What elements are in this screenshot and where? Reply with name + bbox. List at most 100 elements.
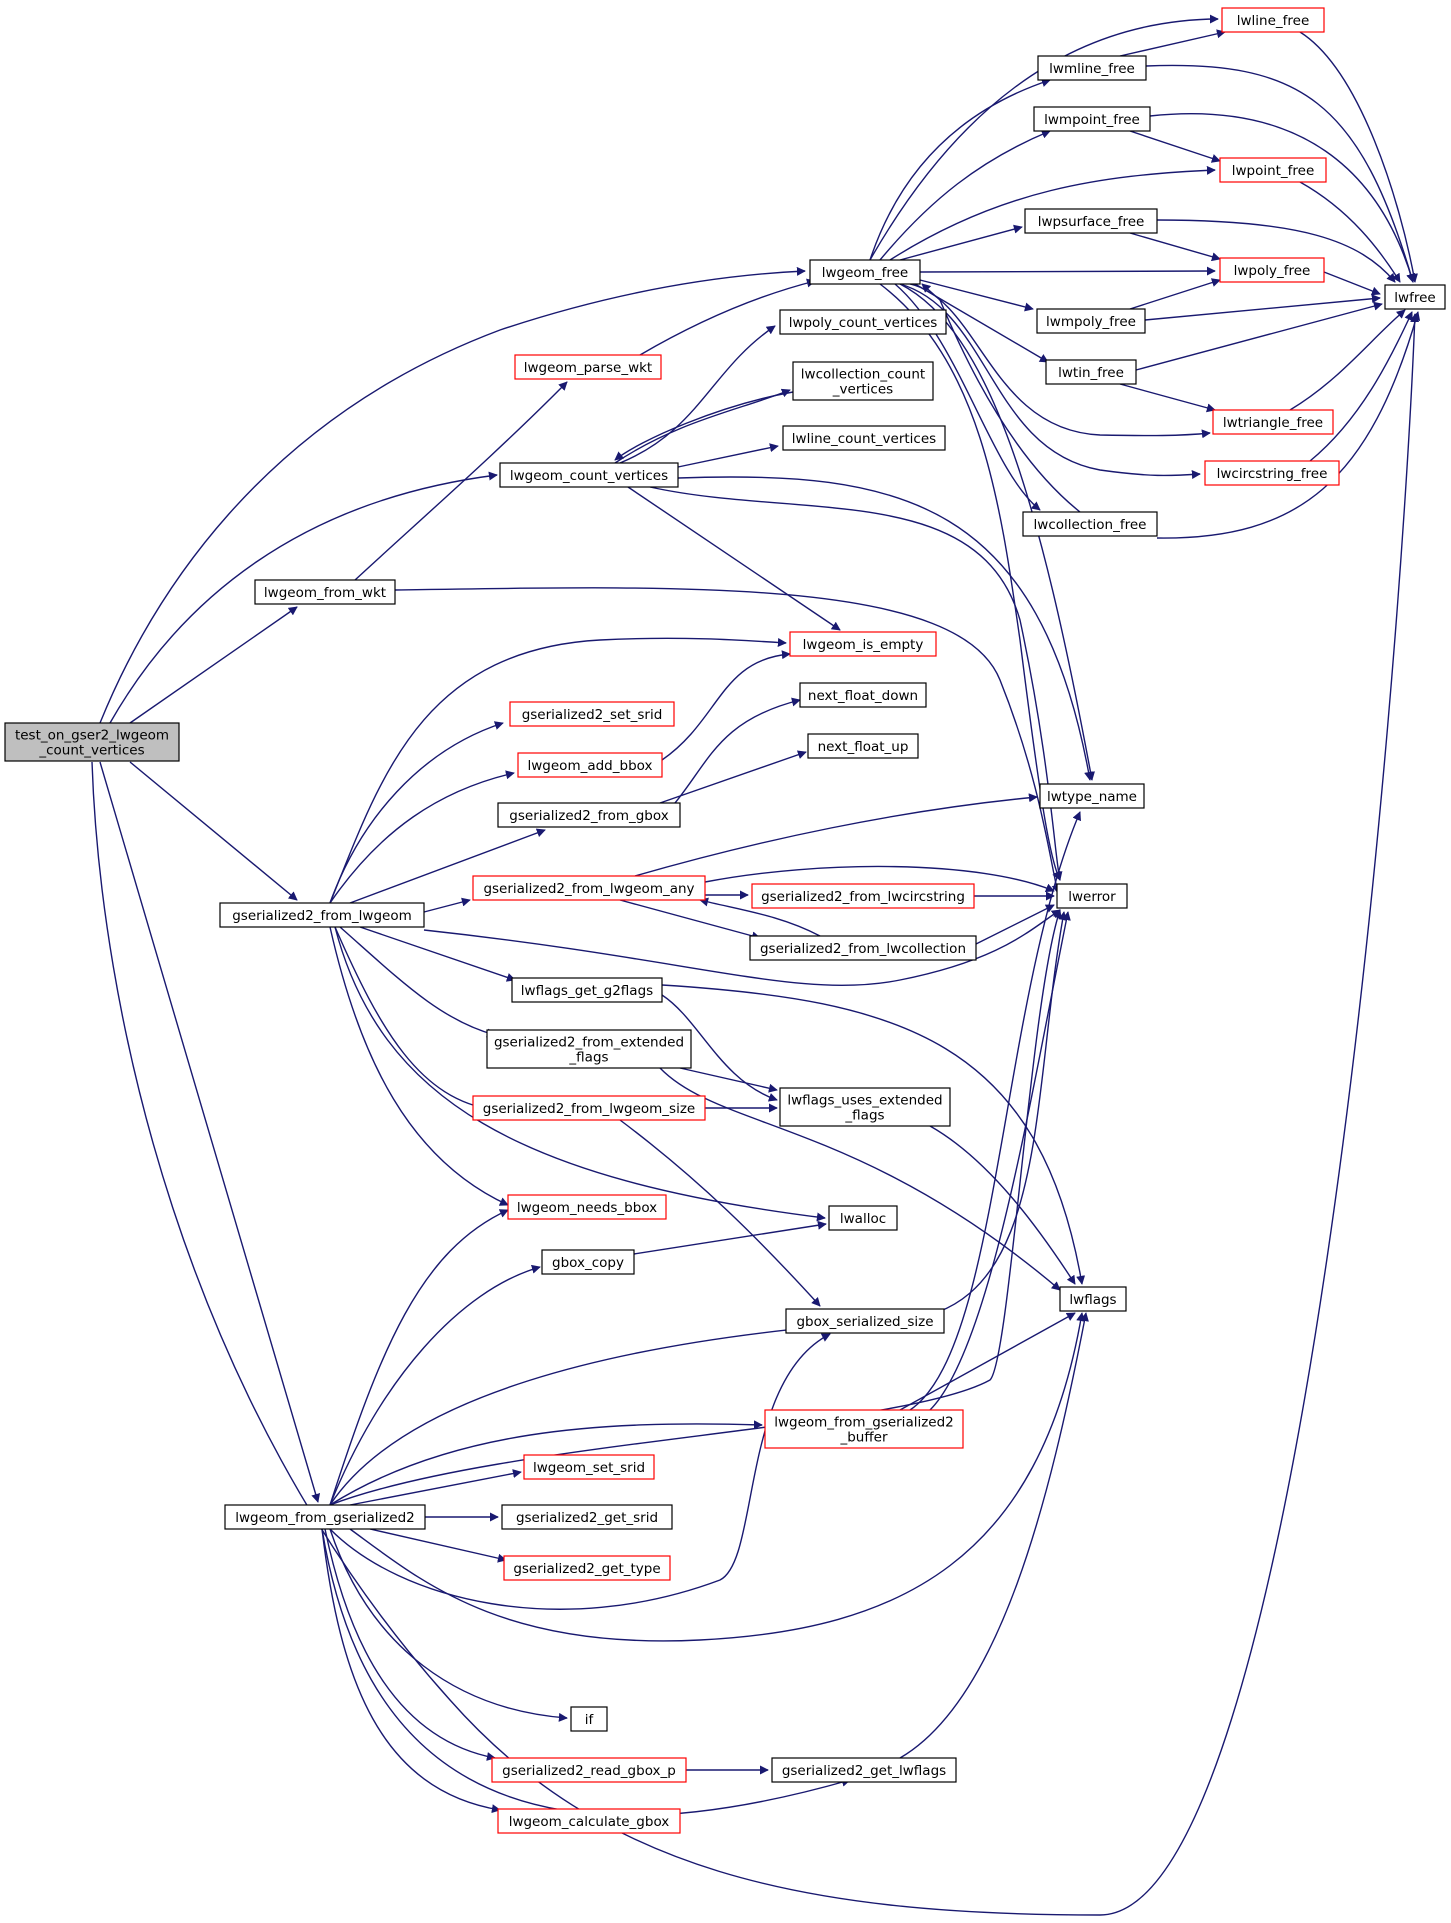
node-label: lwfree [1394,290,1435,306]
node-lwtype-name[interactable]: lwtype_name [1039,783,1145,809]
node-gbox-copy[interactable]: gbox_copy [541,1249,635,1275]
node-box [1022,511,1158,537]
node-label: lwtin_free [1058,365,1124,381]
node-gserialized2-from-gbox[interactable]: gserialized2_from_gbox [497,802,681,828]
node-box [503,1555,671,1581]
node-lwtriangle-free[interactable]: lwtriangle_free [1212,409,1334,435]
edge-lwmline-free-to-lwfree [1145,64,1416,283]
edge-gserialized2-from-lwgeom-to-gserialized2-from-lwgeom-any [423,897,471,913]
node-lwalloc[interactable]: lwalloc [828,1205,898,1231]
node-lwgeom-set-srid[interactable]: lwgeom_set_srid [523,1454,655,1480]
node-next-float-up[interactable]: next_float_up [807,733,919,759]
edge-lwtriangle-free-to-lwfree [1289,309,1406,411]
edge-gserialized2-from-lwgeom-to-gserialized2-from-extended-flags [339,926,496,1038]
node-label: gserialized2_get_type [513,1561,660,1577]
edge-lwgeom-from-gserialized2-to-lwgeom-from-gserialized2-buffer [329,1420,763,1506]
edge-lwgeom-add-bbox-to-lwgeom-is-empty [661,650,791,761]
node-lwtin-free[interactable]: lwtin_free [1045,359,1137,385]
node-label: lwpoint_free [1232,163,1315,179]
node-lwpoly-free[interactable]: lwpoly_free [1219,257,1325,283]
node-box [1384,284,1446,310]
node-lwcircstring-free[interactable]: lwcircstring_free [1204,460,1340,486]
edge-gserialized2-from-lwgeom-size-to-gbox-serialized-size [619,1119,821,1307]
node-gbox-serialized-size[interactable]: gbox_serialized_size [785,1308,945,1334]
node-lwpsurface-free[interactable]: lwpsurface_free [1024,208,1158,234]
node-label: lwgeom_from_gserialized2 [774,1415,954,1431]
node-lwmline-free[interactable]: lwmline_free [1037,55,1147,81]
node-box [751,883,975,909]
node-gserialized2-from-lwgeom-any[interactable]: gserialized2_from_lwgeom_any [472,875,706,901]
node-label: lwflags_get_g2flags [521,983,653,999]
node-lwgeom-from-gserialized2[interactable]: lwgeom_from_gserialized2 [224,1504,426,1530]
edge-lwgeom-from-gserialized2-to-lwgeom-calculate-gbox [321,1528,501,1814]
node-label: _buffer [839,1430,887,1446]
node-lwline-count-vertices[interactable]: lwline_count_vertices [782,425,946,451]
node-root[interactable]: test_on_gser2_lwgeom_count_vertices [4,722,180,762]
edge-lwgeom-from-gserialized2-to-if [329,1528,568,1722]
node-label: lwtriangle_free [1223,415,1323,431]
node-label: lwflags_uses_extended [787,1093,942,1109]
node-gserialized2-from-lwcircstring[interactable]: gserialized2_from_lwcircstring [751,883,975,909]
edge-lwpoint-free-to-lwfree [1299,181,1401,283]
node-lwgeom-is-empty[interactable]: lwgeom_is_empty [789,631,937,657]
node-label: gserialized2_from_lwgeom [232,908,412,924]
node-box [792,361,934,401]
edge-gserialized2-from-extended-flags-to-lwflags [659,1067,1061,1291]
node-box [782,425,946,451]
edge-lwmpoly-free-to-lwfree [1144,294,1381,321]
node-gserialized2-from-lwcollection[interactable]: gserialized2_from_lwcollection [749,935,977,961]
node-lwflags-get-g2flags[interactable]: lwflags_get_g2flags [511,977,663,1003]
node-lwgeom-from-wkt[interactable]: lwgeom_from_wkt [254,579,396,605]
node-label: _flags [568,1050,608,1066]
node-label: gbox_copy [552,1255,624,1271]
node-lwline-free[interactable]: lwline_free [1221,7,1325,33]
node-label: lwpoly_count_vertices [789,315,938,331]
node-gserialized2-set-srid[interactable]: gserialized2_set_srid [509,701,675,727]
node-lwgeom-add-bbox[interactable]: lwgeom_add_bbox [517,752,663,778]
node-lwcollection-free[interactable]: lwcollection_free [1022,511,1158,537]
edge-lwgeom-from-gserialized2-to-gserialized2-read-gbox-p [324,1528,496,1761]
node-lwflags[interactable]: lwflags [1059,1286,1127,1312]
edge-gserialized2-from-lwgeom-to-lwerror [423,909,1061,987]
node-lwfree[interactable]: lwfree [1384,284,1446,310]
node-lwgeom-calculate-gbox[interactable]: lwgeom_calculate_gbox [497,1808,681,1834]
edge-lwgeom-free-to-lwerror [879,283,1061,881]
node-gserialized2-from-extended-flags[interactable]: gserialized2_from_extended_flags [486,1029,692,1069]
node-lwgeom-free[interactable]: lwgeom_free [809,259,921,285]
edge-lwgeom-from-wkt-to-lwgeom-parse-wkt [354,381,568,581]
node-gserialized2-get-srid[interactable]: gserialized2_get_srid [501,1504,673,1530]
node-lwflags-uses-extended-flags[interactable]: lwflags_uses_extended_flags [779,1087,951,1127]
node-gserialized2-get-lwflags[interactable]: gserialized2_get_lwflags [771,1757,957,1783]
node-lwpoly-count-vertices[interactable]: lwpoly_count_vertices [779,309,947,335]
node-gserialized2-get-type[interactable]: gserialized2_get_type [503,1555,671,1581]
node-lwgeom-parse-wkt[interactable]: lwgeom_parse_wkt [514,354,662,380]
edge-lwgeom-count-vertices-to-lwpoly-count-vertices [619,325,776,464]
node-gserialized2-read-gbox-p[interactable]: gserialized2_read_gbox_p [491,1757,687,1783]
node-lwerror[interactable]: lwerror [1056,883,1128,909]
node-label: lwgeom_free [822,265,908,281]
node-gserialized2-from-lwgeom[interactable]: gserialized2_from_lwgeom [219,902,425,928]
node-label: lwerror [1068,889,1116,905]
node-lwgeom-needs-bbox[interactable]: lwgeom_needs_bbox [507,1194,667,1220]
edge-lwgeom-free-to-lwtriangle-free [909,283,1211,439]
edge-lwgeom-free-to-lwcollection-free [894,283,1041,511]
node-lwmpoly-free[interactable]: lwmpoly_free [1036,308,1146,334]
node-box [1056,883,1128,909]
node-lwgeom-count-vertices[interactable]: lwgeom_count_vertices [499,462,679,488]
node-box [809,259,921,285]
node-label: gserialized2_from_lwgeom_any [483,881,694,897]
node-lwmpoint-free[interactable]: lwmpoint_free [1033,106,1151,132]
node-label: if [585,1712,595,1728]
node-gserialized2-from-lwgeom-size[interactable]: gserialized2_from_lwgeom_size [472,1095,706,1121]
node-lwcollection-count-vertices[interactable]: lwcollection_count_vertices [792,361,934,401]
node-lwgeom-from-gserialized2-buffer[interactable]: lwgeom_from_gserialized2_buffer [764,1409,964,1449]
node-box [779,1087,951,1127]
node-lwpoint-free[interactable]: lwpoint_free [1219,157,1327,183]
node-if[interactable]: if [570,1706,608,1732]
node-box [509,701,675,727]
node-next-float-down[interactable]: next_float_down [799,682,927,708]
edge-lwcollection-free-to-lwgeom-free [921,283,1081,513]
node-label: lwflags [1069,1292,1116,1308]
edge-gserialized2-from-lwgeom-to-lwgeom-needs-bbox [329,926,509,1206]
